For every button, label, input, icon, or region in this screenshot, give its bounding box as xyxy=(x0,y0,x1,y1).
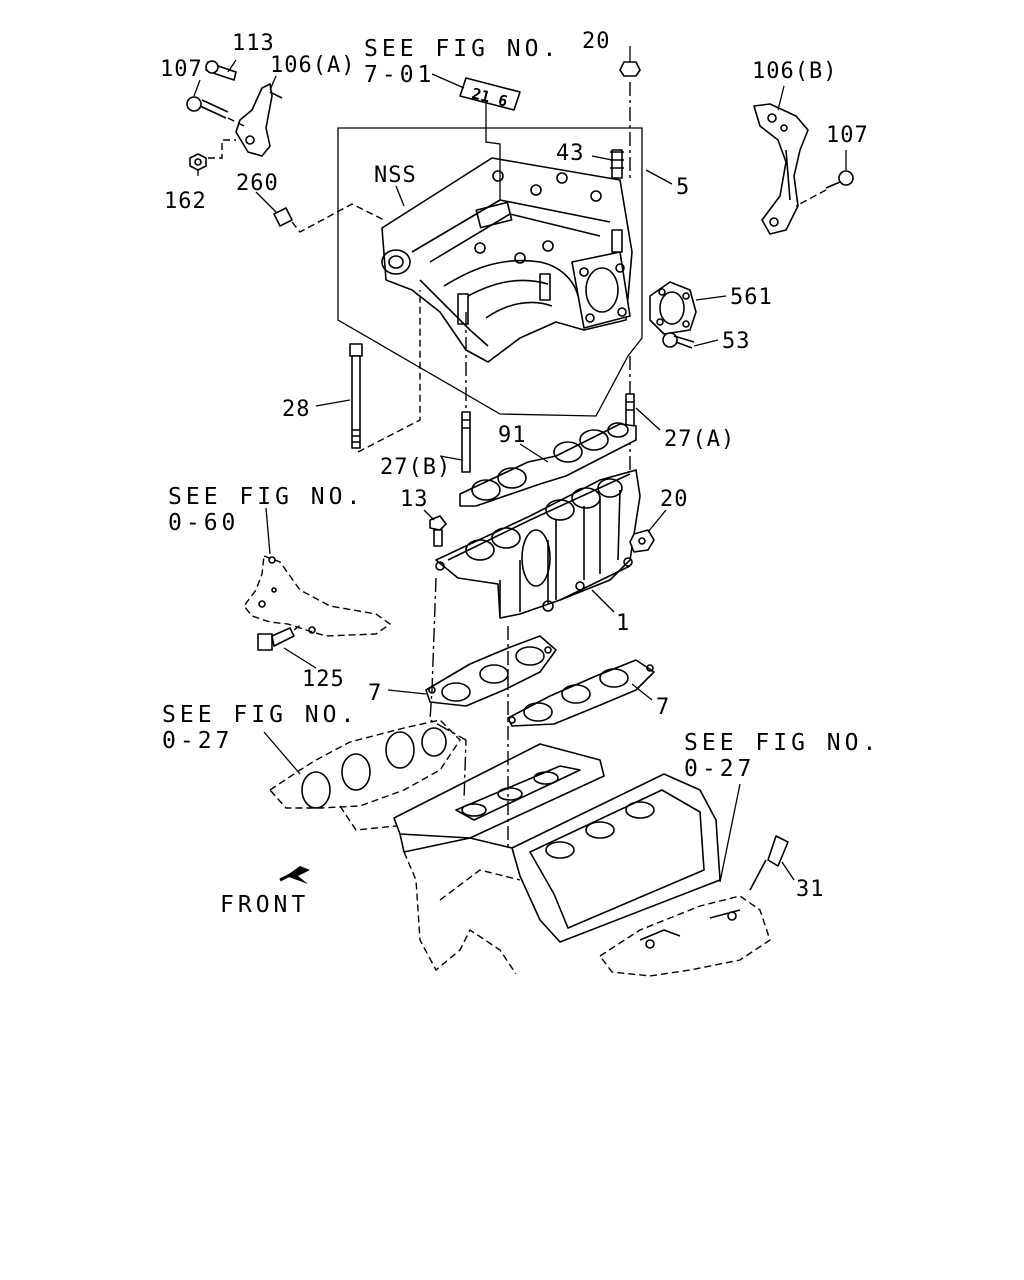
stud-27b xyxy=(461,411,471,473)
plug-260 xyxy=(273,207,293,227)
label-27a: 27(A) xyxy=(664,427,735,452)
leader-0-27a xyxy=(339,805,397,831)
label-91: 91 xyxy=(498,423,527,448)
stud-27a xyxy=(625,393,635,429)
ref-7-01-line1: SEE FIG NO. xyxy=(364,36,560,62)
gasket-7-left xyxy=(425,635,557,707)
ref-0-60-line2: 0-60 xyxy=(168,510,239,536)
sensor-31 xyxy=(749,835,789,891)
label-106a: 106(A) xyxy=(270,53,355,78)
label-43: 43 xyxy=(556,141,585,166)
exhaust-manifold-left xyxy=(268,719,461,809)
label-13: 13 xyxy=(400,487,429,512)
leader-162 xyxy=(208,139,236,159)
label-1: 1 xyxy=(616,611,630,636)
ref-0-27-left-line2: 0-27 xyxy=(162,728,233,754)
ref-0-27-left-line1: SEE FIG NO. xyxy=(162,702,358,728)
gasket-7-right xyxy=(507,659,655,727)
label-53: 53 xyxy=(722,329,751,354)
bolt-53 xyxy=(662,332,695,349)
nut-20-top xyxy=(619,61,641,77)
stud-43 xyxy=(610,149,624,179)
label-162: 162 xyxy=(164,189,207,214)
leader-125 xyxy=(293,623,303,631)
ref-0-27-right-line1: SEE FIG NO. xyxy=(684,730,880,756)
gasket-91 xyxy=(459,422,637,507)
bolt-107a xyxy=(186,96,229,119)
bracket-0-60 xyxy=(243,555,392,637)
bolt-13 xyxy=(429,515,447,547)
bolt-113 xyxy=(205,60,237,81)
plenum-outline-box xyxy=(337,127,643,417)
centerline-13 xyxy=(429,577,467,801)
leader-107a xyxy=(227,117,245,127)
leader-stamp xyxy=(485,100,501,200)
front-arrow xyxy=(279,866,310,884)
label-107b: 107 xyxy=(826,123,869,148)
label-31: 31 xyxy=(796,877,825,902)
ref-0-60-line1: SEE FIG NO. xyxy=(168,484,364,510)
intake-plenum xyxy=(381,157,633,363)
ref-0-27-right-line2: 0-27 xyxy=(684,756,755,782)
leader-107b xyxy=(795,189,827,207)
label-106b: 106(B) xyxy=(752,59,837,84)
ref-7-01-line2: 7-01 xyxy=(364,62,435,88)
lower-intake-manifold xyxy=(435,469,641,619)
bracket-106a xyxy=(235,83,283,157)
nut-20-side xyxy=(629,529,655,553)
label-113: 113 xyxy=(232,31,275,56)
gasket-561 xyxy=(649,281,697,335)
label-nss: NSS xyxy=(374,163,417,188)
label-561: 561 xyxy=(730,285,773,310)
label-27b: 27(B) xyxy=(380,455,451,480)
leader-260 xyxy=(291,203,385,233)
exhaust-manifold-right xyxy=(598,895,771,977)
label-7-right: 7 xyxy=(656,695,670,720)
leader-7-01 xyxy=(431,73,465,89)
label-20-top: 20 xyxy=(582,29,611,54)
label-7-left: 7 xyxy=(368,681,382,706)
bracket-106b xyxy=(753,103,809,235)
leader-28 xyxy=(357,290,421,453)
bolt-28 xyxy=(349,343,363,449)
leader-lines xyxy=(193,46,847,883)
label-20-side: 20 xyxy=(660,487,689,512)
label-107a: 107 xyxy=(160,57,203,82)
bolt-125 xyxy=(257,627,295,651)
label-5: 5 xyxy=(676,175,690,200)
nut-162 xyxy=(189,153,207,171)
stamp-plate: 21 6 xyxy=(459,77,521,111)
label-260: 260 xyxy=(236,171,279,196)
engine-block xyxy=(393,743,721,975)
label-front: FRONT xyxy=(220,892,309,918)
label-28: 28 xyxy=(282,397,311,422)
bolt-107b xyxy=(825,170,854,189)
label-125: 125 xyxy=(302,667,345,692)
